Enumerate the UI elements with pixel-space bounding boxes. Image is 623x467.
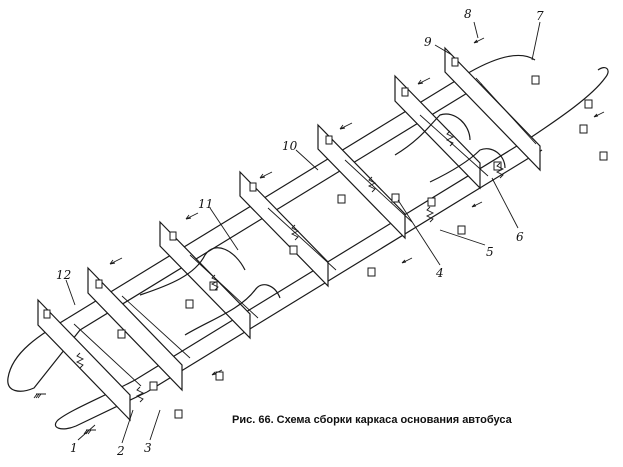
longitudinal-beams [67,71,543,393]
callout-6: 6 [516,230,524,244]
transverse-ribs [73,77,537,387]
leader-lines [65,21,541,444]
cross-member-rear-2 [87,266,183,392]
callout-5: 5 [486,245,494,259]
callout-12: 12 [56,268,71,282]
cross-member-mid-2 [394,74,481,190]
figure-caption: Рис. 66. Схема сборки каркаса основания … [232,414,513,426]
cross-member-10 [317,123,406,240]
front-end-loops [469,54,609,139]
callout-10: 10 [282,139,298,153]
force-arrows [109,37,605,376]
callout-3: 3 [144,441,152,455]
callout-4: 4 [435,266,444,280]
wheel-arches [139,113,506,336]
callout-9: 9 [424,35,432,49]
cross-members [37,46,541,422]
callout-2: 2 [116,444,125,458]
clamp-blocks [43,57,608,419]
base-supports [33,393,96,435]
spring-clamps [75,130,505,403]
cross-member-mid-1 [239,170,329,288]
callout-labels: 1 2 3 4 5 6 7 8 9 10 11 12 [56,7,544,458]
callout-1: 1 [70,441,78,455]
callout-11: 11 [198,197,213,211]
callout-8: 8 [464,7,472,21]
callout-7: 7 [536,9,544,23]
